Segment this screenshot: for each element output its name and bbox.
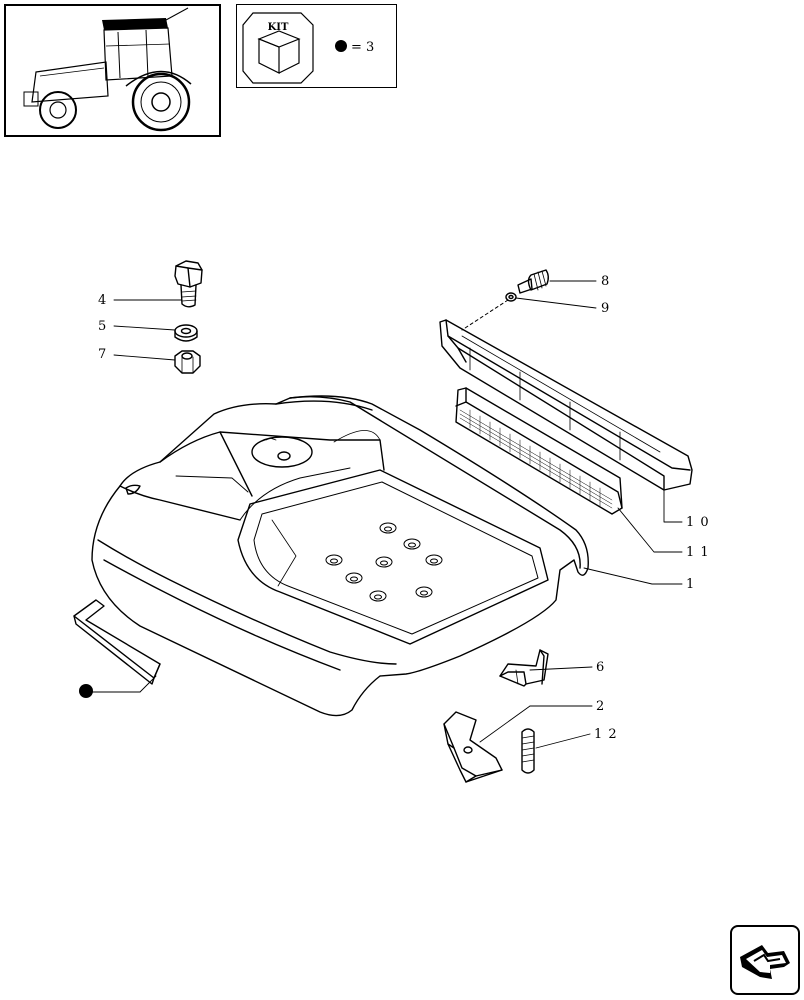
- filled-circle-icon: [79, 684, 93, 698]
- callout-8: 8: [601, 274, 610, 289]
- callout-7: 7: [98, 347, 107, 362]
- nut-part: [174, 350, 201, 374]
- callout-1: 1: [686, 577, 695, 592]
- callout-10: 1 0: [686, 515, 710, 530]
- kit-legend: KIT = 3: [236, 4, 397, 88]
- callout-12: 1 2: [594, 727, 618, 742]
- kit-label: KIT: [268, 22, 289, 33]
- kit-cube-icon: KIT = 3: [242, 12, 374, 84]
- small-washer-part: [505, 292, 517, 302]
- filter-frame-part: [439, 319, 693, 491]
- callout-11: 1 1: [686, 545, 710, 560]
- tractor-icon: [23, 7, 192, 132]
- next-page-arrow-icon: [740, 945, 790, 979]
- filled-circle-icon: [335, 40, 347, 52]
- air-filter-part: [455, 387, 623, 515]
- hex-key-part: [73, 599, 161, 685]
- callout-6: 6: [596, 660, 605, 675]
- bolt-part: [174, 260, 203, 308]
- knob-screw-part: [517, 269, 549, 294]
- stud-part: [521, 728, 535, 774]
- callout-9: 9: [601, 301, 610, 316]
- callout-5: 5: [98, 319, 107, 334]
- callout-4: 4: [98, 293, 107, 308]
- callout-2: 2: [596, 699, 605, 714]
- bracket-part: [443, 711, 503, 783]
- next-page-button[interactable]: [730, 925, 800, 995]
- kit-equation: = 3: [351, 40, 374, 55]
- clip-part: [499, 649, 549, 687]
- tractor-thumbnail: [4, 4, 221, 137]
- roof-panel-part: [91, 395, 589, 717]
- washer-part: [174, 324, 198, 342]
